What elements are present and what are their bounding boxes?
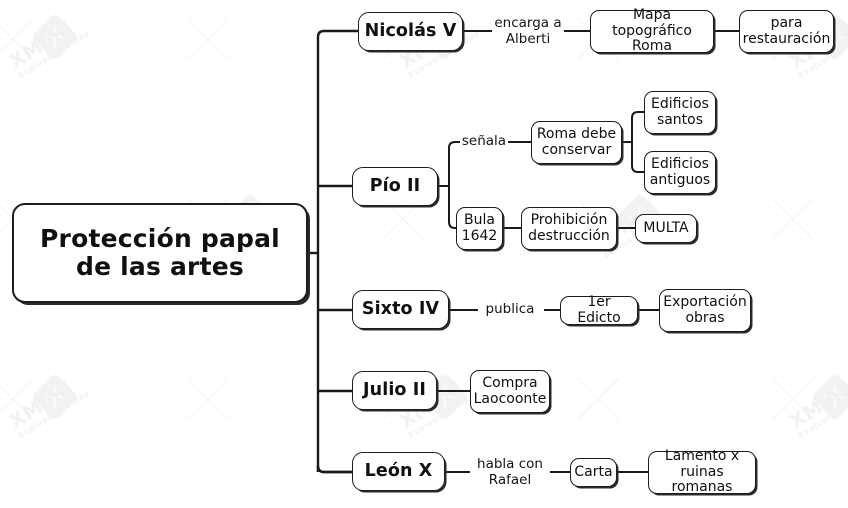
branch-node-label: Nicolás V — [364, 20, 457, 41]
sub-node-label: Carta — [574, 463, 613, 480]
sub-node-label: Edificios antiguos — [649, 155, 711, 188]
edge-label-senala[interactable]: señala — [460, 131, 508, 153]
sub-node-mapa-topografico-roma[interactable]: Mapa topográfico Roma — [590, 7, 714, 55]
wire-trunk-to-leon-curve — [316, 465, 352, 474]
edge-label-text: habla con Rafael — [477, 455, 543, 488]
sub-node-multa[interactable]: MULTA — [635, 214, 697, 243]
wire-roma-to-santos — [631, 111, 644, 142]
branch-node-pio-ii[interactable]: Pío II — [352, 167, 438, 206]
sub-node-1er-edicto[interactable]: 1er Edicto — [560, 293, 638, 326]
sub-node-lamento-ruinas-romanas[interactable]: Lamento x ruinas romanas — [648, 448, 756, 496]
sub-node-label: para restauración — [742, 14, 831, 47]
sub-node-label: 1er Edicto — [577, 293, 621, 326]
edge-label-habla-con-rafael[interactable]: habla con Rafael — [470, 454, 550, 491]
sub-node-label: Mapa topográfico Roma — [612, 7, 692, 55]
branch-node-label: Julio II — [363, 379, 426, 400]
branch-node-label: León X — [364, 460, 433, 481]
root-node[interactable]: Protección papal de las artes — [12, 203, 308, 303]
sub-node-bula-1642[interactable]: Bula 1642 — [456, 207, 503, 250]
sub-node-carta[interactable]: Carta — [570, 458, 617, 487]
sub-node-label: MULTA — [643, 219, 689, 236]
branch-node-label: Pío II — [369, 175, 421, 196]
edge-label-publica[interactable]: publica — [478, 299, 542, 321]
sub-node-edificios-santos[interactable]: Edificios santos — [644, 91, 716, 134]
branch-node-nicolas-v[interactable]: Nicolás V — [358, 12, 463, 51]
edge-label-text: publica — [485, 301, 535, 318]
root-node-label: Protección papal de las artes — [40, 224, 280, 281]
sub-node-prohibicion-destruccion[interactable]: Prohibición destrucción — [521, 207, 617, 250]
wire-roma-to-antiguos — [631, 142, 644, 173]
sub-node-label: Exportación obras — [663, 293, 747, 326]
sub-node-label: Roma debe conservar — [536, 125, 617, 158]
branch-node-sixto-iv[interactable]: Sixto IV — [352, 290, 449, 329]
edge-label-text: encarga a Alberti — [494, 14, 562, 47]
sub-node-label: Bula 1642 — [461, 211, 498, 244]
sub-node-label: Lamento x ruinas romanas — [664, 448, 740, 496]
wire-pio-to-senala — [448, 141, 462, 186]
branch-node-julio-ii[interactable]: Julio II — [352, 371, 437, 410]
edge-label-encarga-a-alberti[interactable]: encarga a Alberti — [492, 13, 564, 50]
edge-label-text: señala — [461, 133, 507, 150]
sub-node-para-restauracion[interactable]: para restauración — [739, 10, 834, 53]
wire-pio-to-bula — [448, 186, 459, 229]
sub-node-label: Prohibición destrucción — [528, 211, 610, 244]
sub-node-label: Compra Laocoonte — [473, 374, 547, 407]
branch-node-leon-x[interactable]: León X — [352, 452, 445, 491]
sub-node-edificios-antiguos[interactable]: Edificios antiguos — [644, 151, 716, 194]
sub-node-compra-laocoonte[interactable]: Compra Laocoonte — [470, 370, 550, 413]
branch-node-label: Sixto IV — [361, 298, 440, 319]
sub-node-exportacion-obras[interactable]: Exportación obras — [659, 289, 751, 332]
wire-trunk-to-nicolas — [316, 29, 358, 41]
sub-node-label: Edificios santos — [651, 95, 709, 128]
sub-node-roma-debe-conservar[interactable]: Roma debe conservar — [531, 121, 622, 164]
